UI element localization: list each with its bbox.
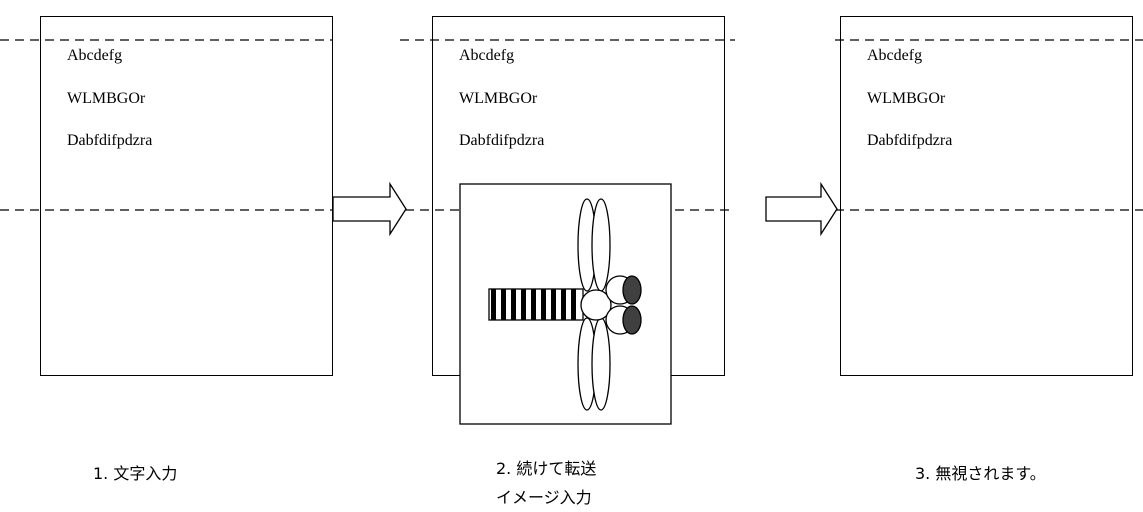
- text-line-3: Dabfdifpdzra: [867, 132, 953, 149]
- text-line-2: WLMBGOr: [867, 90, 946, 107]
- caption-step-2-line-2: イメージ入力: [496, 488, 592, 507]
- dragonfly-wing: [591, 198, 611, 292]
- caption-step-3: 3. 無視されます。: [915, 464, 1046, 483]
- right-arrow-icon: [765, 181, 838, 237]
- page-panel-3: Abcdefg WLMBGOr Dabfdifpdzra: [840, 16, 1133, 376]
- text-line-3: Dabfdifpdzra: [459, 132, 545, 149]
- dragonfly-eye: [622, 275, 642, 305]
- text-line-2: WLMBGOr: [459, 90, 538, 107]
- page-panel-1: Abcdefg WLMBGOr Dabfdifpdzra: [40, 16, 333, 376]
- right-arrow-icon: [332, 181, 407, 237]
- text-line-1: Abcdefg: [459, 47, 515, 64]
- text-line-3: Dabfdifpdzra: [67, 132, 153, 149]
- caption-step-2-line-1: 2. 続けて転送: [496, 459, 597, 478]
- caption-step-1: 1. 文字入力: [93, 464, 178, 483]
- dragonfly-wing: [591, 317, 611, 411]
- dragonfly-eye: [622, 305, 642, 335]
- dragonfly-thorax: [580, 289, 612, 321]
- text-line-1: Abcdefg: [67, 47, 123, 64]
- dragonfly-image-icon: [488, 198, 642, 411]
- text-line-2: WLMBGOr: [67, 90, 146, 107]
- text-line-1: Abcdefg: [867, 47, 923, 64]
